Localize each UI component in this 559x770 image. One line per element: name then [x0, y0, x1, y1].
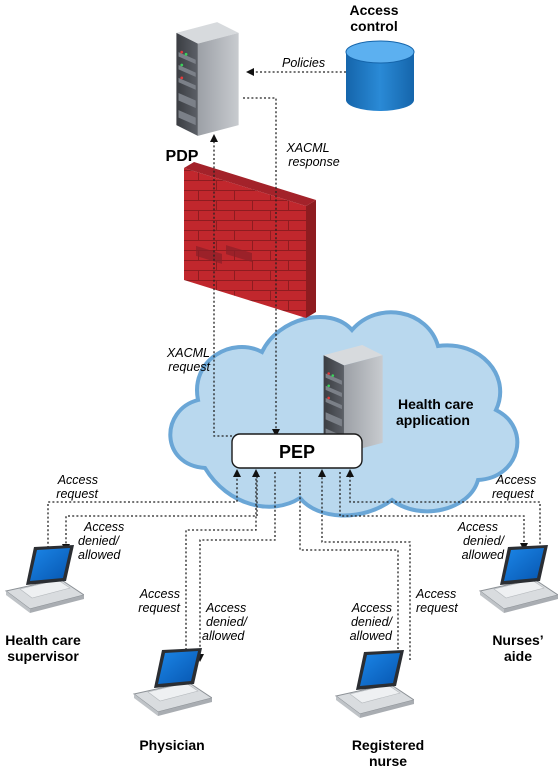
nurse-access2-label: Access: [351, 601, 392, 615]
supervisor-label-2: supervisor: [7, 648, 79, 664]
aide-response-flow: [339, 472, 525, 544]
physician-request-flow: [185, 476, 257, 650]
xacml-request-flow: [213, 140, 232, 437]
aide-access-label: Access: [495, 473, 536, 487]
app-label-1: Health care: [398, 396, 474, 412]
supervisor-response-flow: [65, 472, 258, 545]
access-control-label-1: Access: [349, 2, 398, 18]
aide-request-label: request: [492, 487, 534, 501]
flow-lines: [47, 71, 541, 660]
nurse-allowed-label: allowed: [350, 629, 393, 643]
physician-access2-label: Access: [205, 601, 246, 615]
nurse-denied-label: denied/: [351, 615, 394, 629]
aide-allowed-label: allowed: [462, 548, 505, 562]
pep-box: PEP: [231, 433, 363, 469]
xacml-response-label-2: response: [288, 155, 339, 169]
supervisor-allowed-label: allowed: [78, 548, 121, 562]
aide-label-1: Nurses’: [492, 632, 543, 648]
database-icon: [345, 40, 415, 111]
physician-access-label: Access: [139, 587, 180, 601]
access-control-label-2: control: [350, 18, 397, 34]
aide-denied-label: denied/: [463, 534, 506, 548]
nurse-response-flow: [299, 472, 399, 656]
aide-access2-label: Access: [457, 520, 498, 534]
server-icon: [176, 22, 239, 136]
laptop-icon: [335, 650, 414, 719]
nurse-label-2: nurse: [369, 753, 407, 769]
xacml-request-label-2: request: [168, 360, 210, 374]
physician-denied-label: denied/: [206, 615, 249, 629]
physician-response-flow: [199, 472, 276, 655]
nurse-access-label: Access: [415, 587, 456, 601]
physician-label: Physician: [139, 737, 204, 753]
supervisor-request-flow: [47, 476, 238, 548]
physician-request-label: request: [138, 601, 180, 615]
nurse-request-flow: [321, 476, 411, 660]
app-label-2: application: [396, 412, 470, 428]
nurse-request-label: request: [416, 601, 458, 615]
xacml-request-label-1: XACML: [166, 346, 210, 360]
xacml-response-label-1: XACML: [285, 141, 329, 155]
firewall-icon: [184, 162, 316, 318]
policies-label: Policies: [282, 56, 325, 70]
supervisor-denied-label: denied/: [78, 534, 121, 548]
aide-label-2: aide: [504, 648, 532, 664]
laptop-icon: [5, 545, 84, 614]
supervisor-request-label: request: [56, 487, 98, 501]
pep-label: PEP: [279, 442, 315, 462]
pdp-label: PDP: [166, 148, 199, 165]
nurse-label-1: Registered: [352, 737, 424, 753]
aide-request-flow: [349, 476, 541, 548]
physician-allowed-label: allowed: [202, 629, 245, 643]
supervisor-access2-label: Access: [83, 520, 124, 534]
supervisor-access-label: Access: [57, 473, 98, 487]
supervisor-label-1: Health care: [5, 632, 81, 648]
